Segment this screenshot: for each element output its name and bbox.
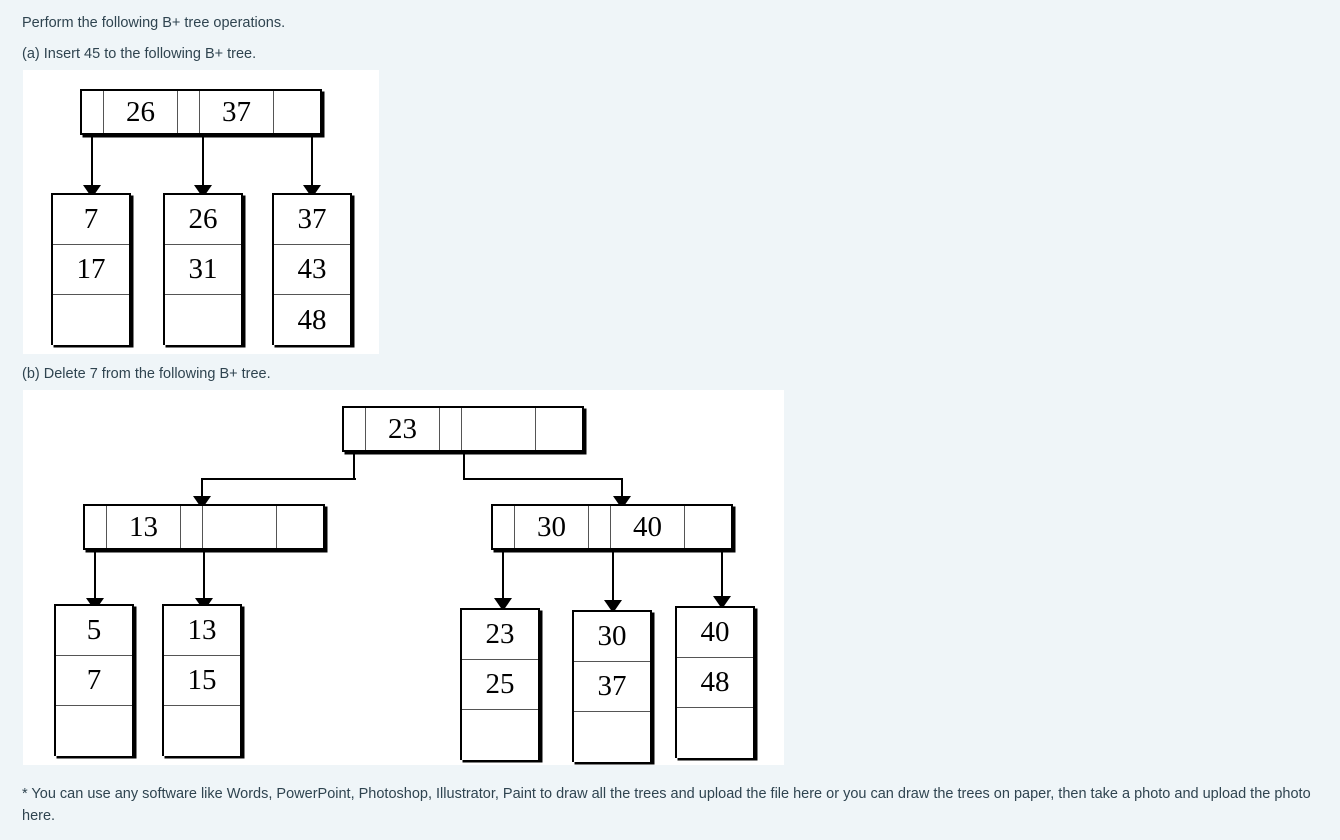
tree-a-root-cell-2: [178, 91, 200, 133]
tree-b-root-cell-0: [344, 408, 366, 450]
tree-b-canvas: 23 13 30 40: [23, 390, 784, 765]
tree-a-edge-0-line: [91, 135, 93, 187]
tree-a-leaf-2: 37 43 48: [272, 193, 352, 345]
tree-a-edge-2-line: [311, 135, 313, 187]
tree-b-right-edge-0-line: [502, 550, 504, 600]
tree-b-right-edge-2-arrow: [713, 596, 731, 609]
tree-b-root-cell-2: [440, 408, 462, 450]
tree-a-edge-1-line: [202, 135, 204, 187]
tree-a-leaf-1-row-0: 26: [165, 195, 241, 245]
tree-b-root-right-vdown: [621, 478, 623, 498]
tree-b-root-right-vdrop: [463, 452, 465, 480]
tree-b-right-edge-2-line: [721, 550, 723, 598]
tree-b-leaf-right-2-row-1: 48: [677, 658, 753, 708]
tree-b-leaf-left-0: 5 7: [54, 604, 134, 756]
tree-b-internal-right-cell-0: [493, 506, 515, 548]
tree-b-leaf-left-1-row-1: 15: [164, 656, 240, 706]
tree-b-leaf-left-1-row-2: [164, 706, 240, 756]
tree-b-leaf-right-2: 40 48: [675, 606, 755, 758]
tree-b-root-left-vdrop: [353, 452, 355, 480]
tree-b-internal-left-cell-0: [85, 506, 107, 548]
tree-a-leaf-1: 26 31: [163, 193, 243, 345]
tree-b-leaf-right-1-row-1: 37: [574, 662, 650, 712]
tree-b-root-left-horizontal: [201, 478, 356, 480]
tree-b-root-right-horizontal: [463, 478, 623, 480]
tree-b-leaf-right-0: 23 25: [460, 608, 540, 760]
tree-a-root-cell-1: 26: [104, 91, 178, 133]
tree-b-root-cell-4: [536, 408, 558, 450]
tree-b-internal-left: 13: [83, 504, 325, 550]
tree-b-left-edge-0-line: [94, 550, 96, 600]
intro-text: Perform the following B+ tree operations…: [22, 15, 286, 31]
tree-a-root-cell-0: [82, 91, 104, 133]
tree-b-internal-right-cell-2: [589, 506, 611, 548]
tree-b-leaf-right-2-row-0: 40: [677, 608, 753, 658]
tree-a-leaf-2-row-1: 43: [274, 245, 350, 295]
tree-b-internal-right-cell-3: 40: [611, 506, 685, 548]
tree-b-right-edge-1-arrow: [604, 600, 622, 613]
tree-b-leaf-right-0-row-2: [462, 710, 538, 760]
tree-a-leaf-2-row-0: 37: [274, 195, 350, 245]
tree-a-root-cell-4: [274, 91, 296, 133]
tree-b-internal-left-cell-2: [181, 506, 203, 548]
tree-b-root-cell-3: [462, 408, 536, 450]
tree-a-leaf-1-row-1: 31: [165, 245, 241, 295]
tree-b-internal-left-cell-4: [277, 506, 299, 548]
tree-b-leaf-left-1-row-0: 13: [164, 606, 240, 656]
tree-b-right-edge-1-line: [612, 550, 614, 602]
tree-b-internal-right-cell-4: [685, 506, 707, 548]
tree-b-left-edge-1-line: [203, 550, 205, 600]
tree-a-leaf-0-row-1: 17: [53, 245, 129, 295]
tree-a-leaf-0-row-0: 7: [53, 195, 129, 245]
tree-b-leaf-left-0-row-2: [56, 706, 132, 756]
tree-b-leaf-left-1: 13 15: [162, 604, 242, 756]
tree-b-root-left-vdown: [201, 478, 203, 498]
tree-b-right-edge-0-arrow: [494, 598, 512, 611]
tree-a-leaf-0-row-2: [53, 295, 129, 345]
tree-b-internal-right: 30 40: [491, 504, 733, 550]
tree-b-leaf-left-0-row-0: 5: [56, 606, 132, 656]
tree-b-leaf-right-0-row-0: 23: [462, 610, 538, 660]
part-b-label: (b) Delete 7 from the following B+ tree.: [22, 366, 271, 382]
tree-a-root-cell-3: 37: [200, 91, 274, 133]
part-a-label: (a) Insert 45 to the following B+ tree.: [22, 46, 257, 62]
tree-b-root-node: 23: [342, 406, 584, 452]
tree-b-leaf-right-1-row-2: [574, 712, 650, 762]
footnote-text: * You can use any software like Words, P…: [22, 786, 1311, 824]
tree-b-leaf-right-0-row-1: 25: [462, 660, 538, 710]
tree-b-leaf-right-2-row-2: [677, 708, 753, 758]
tree-a-leaf-2-row-2: 48: [274, 295, 350, 345]
tree-a-leaf-0: 7 17: [51, 193, 131, 345]
tree-b-leaf-right-1-row-0: 30: [574, 612, 650, 662]
tree-b-leaf-left-0-row-1: 7: [56, 656, 132, 706]
tree-b-internal-right-cell-1: 30: [515, 506, 589, 548]
tree-b-root-cell-1: 23: [366, 408, 440, 450]
tree-a-leaf-1-row-2: [165, 295, 241, 345]
tree-a-root-node: 26 37: [80, 89, 322, 135]
tree-b-internal-left-cell-3: [203, 506, 277, 548]
tree-b-internal-left-cell-1: 13: [107, 506, 181, 548]
tree-b-leaf-right-1: 30 37: [572, 610, 652, 762]
tree-a-canvas: 26 37 7 17 26 31 37 43 48: [23, 70, 379, 354]
